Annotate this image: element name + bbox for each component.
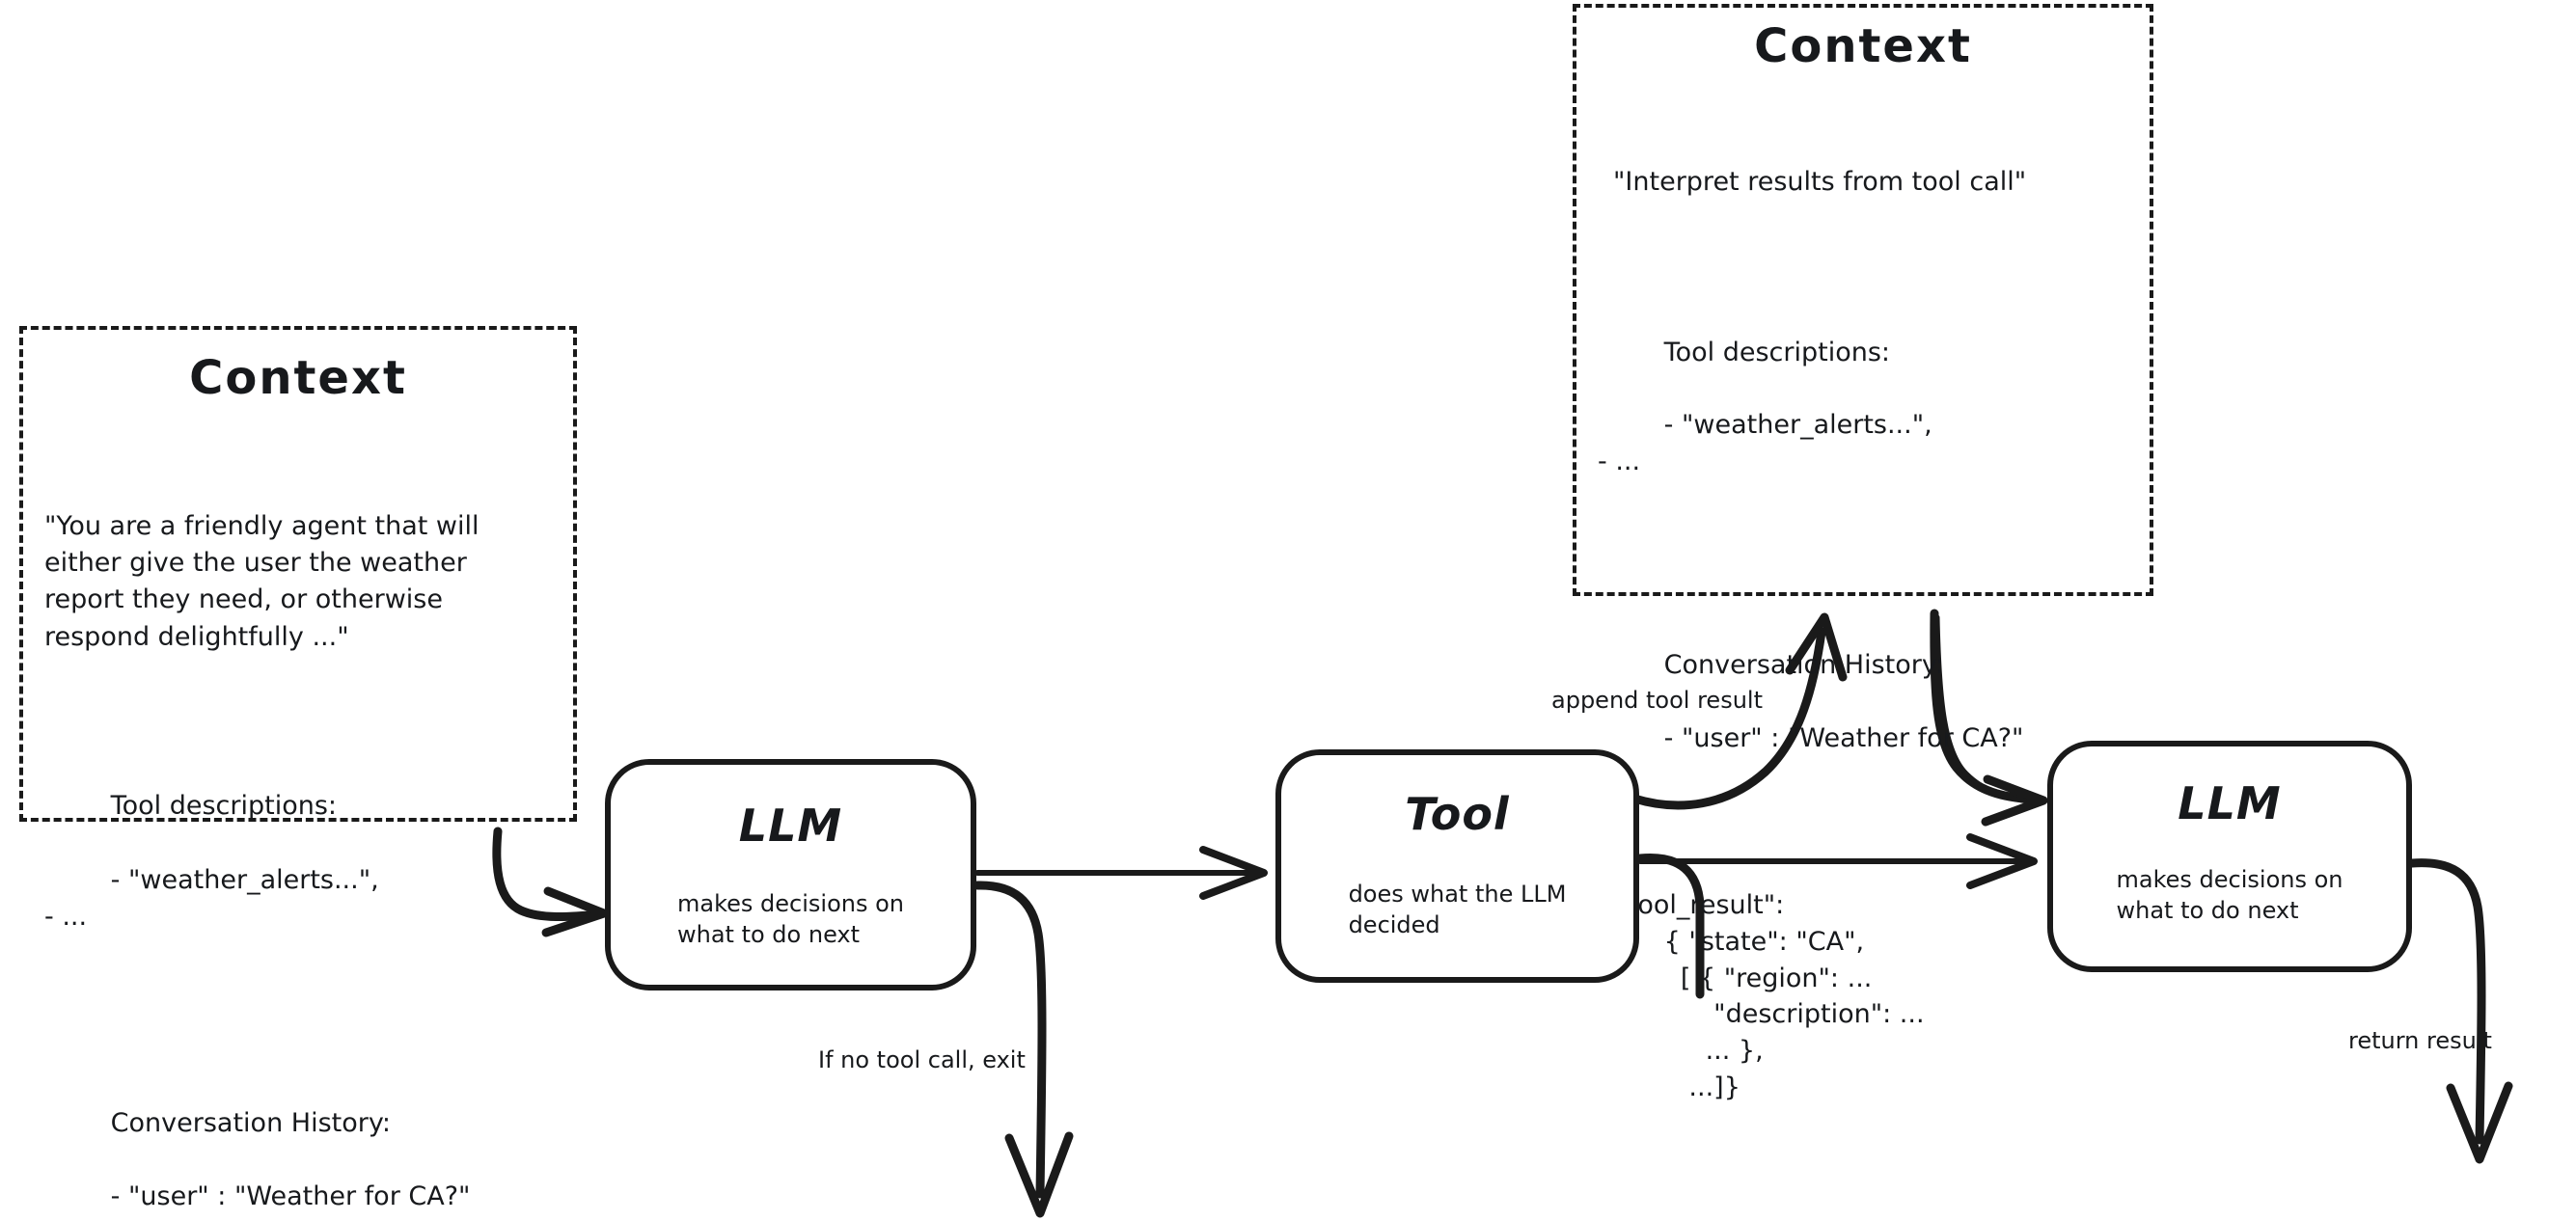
context-left-system-prompt: "You are a friendly agent that will eith…	[44, 510, 480, 652]
node-llm-second[interactable]: LLM makes decisions on what to do next	[2047, 741, 2412, 972]
context-panel-right: Context "Interpret results from tool cal…	[1573, 4, 2153, 1102]
node-tool-subtitle: does what the LLM decided	[1348, 881, 1567, 939]
edge-label-append-tool-result: append tool result	[1551, 687, 1763, 714]
context-right-tool-descriptions: Tool descriptions: - "weather_alerts..."…	[1598, 298, 2150, 517]
context-right-conversation-user: - "user" : "Weather for CA?"	[1663, 722, 2024, 753]
node-llm-first-subtitle: makes decisions on what to do next	[677, 890, 904, 949]
context-right-system-prompt: "Interpret results from tool call"	[1613, 166, 2027, 197]
node-tool[interactable]: Tool does what the LLM decided	[1275, 749, 1639, 983]
node-tool-title: Tool	[1405, 788, 1510, 840]
node-llm-second-subtitle: makes decisions on what to do next	[2116, 866, 2343, 925]
context-right-conversation: Conversation History: - "user" : "Weathe…	[1598, 610, 2150, 793]
context-right-tool-result: - "tool_result": { "state": "CA", [ { "r…	[1598, 889, 1925, 1102]
node-llm-second-title: LLM	[2178, 777, 2282, 829]
context-right-title: Context	[1754, 19, 1972, 73]
context-left-tool-descriptions: Tool descriptions: - "weather_alerts..."…	[44, 751, 573, 973]
context-left-title: Context	[189, 351, 407, 405]
node-llm-first[interactable]: LLM makes decisions on what to do next	[605, 759, 976, 990]
context-left-conversation-items: - "user" : "Weather for CA?"	[110, 1181, 471, 1212]
context-right-body: "Interpret results from tool call" Tool …	[1598, 91, 2150, 1179]
context-left-tool-items: - "weather_alerts...", - ...	[44, 864, 379, 932]
context-left-conversation-heading: Conversation History:	[110, 1107, 391, 1138]
edge-label-return-result: return result	[2348, 1027, 2492, 1054]
context-right-tool-heading: Tool descriptions:	[1663, 337, 1890, 367]
context-right-tool-items: - "weather_alerts...", - ...	[1598, 410, 1932, 477]
context-left-tool-heading: Tool descriptions:	[110, 790, 337, 821]
context-panel-left: Context "You are a friendly agent that w…	[19, 326, 577, 1211]
edge-llm2-return	[2407, 858, 2513, 1164]
context-left-body: "You are a friendly agent that will eith…	[44, 434, 573, 1221]
context-right-conversation-heading: Conversation History:	[1663, 650, 1944, 681]
context-left-conversation: Conversation History: - "user" : "Weathe…	[44, 1068, 573, 1221]
node-llm-first-title: LLM	[738, 800, 843, 852]
edge-llm1-to-tool	[974, 846, 1268, 900]
edge-label-if-no-tool-call-exit: If no tool call, exit	[818, 1046, 1026, 1073]
